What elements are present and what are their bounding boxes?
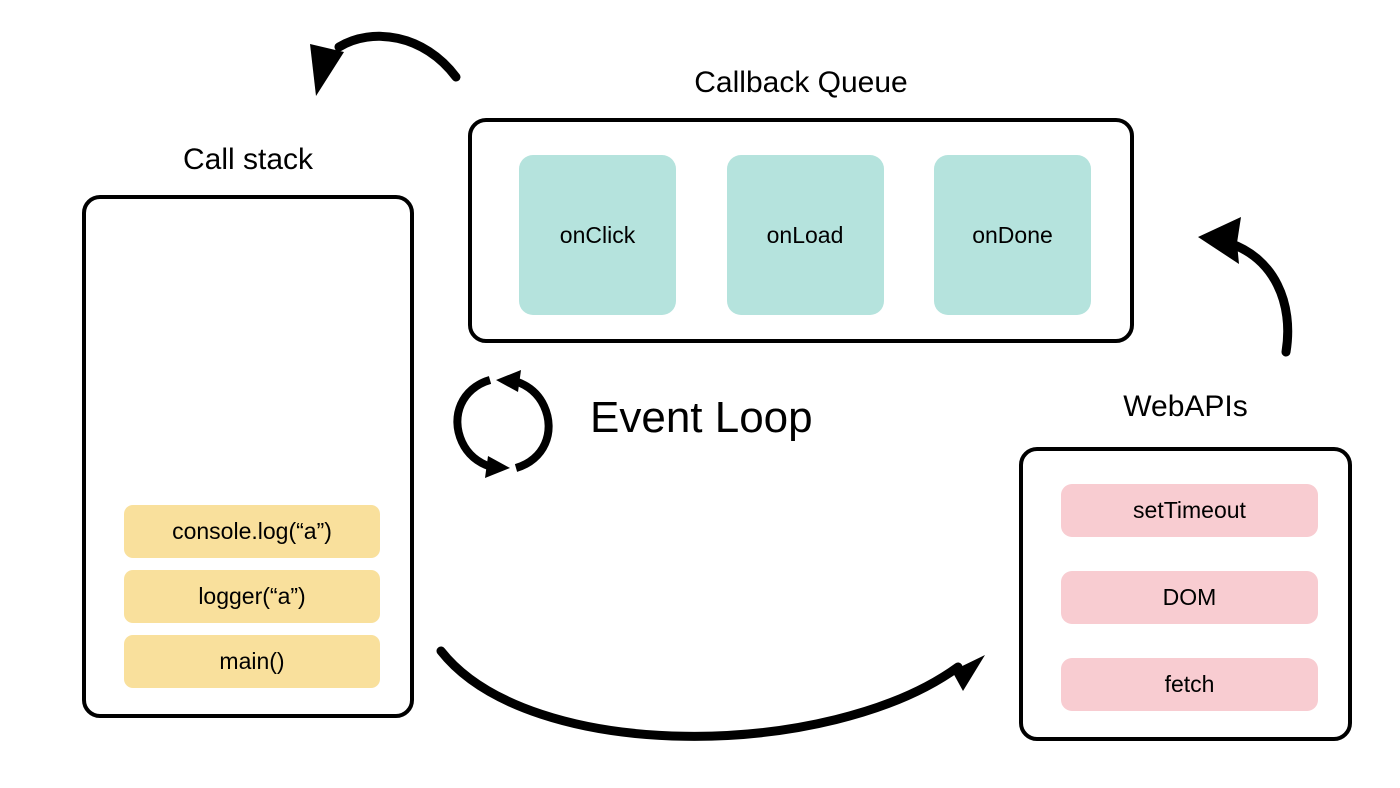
webapis-row[interactable]: fetch — [1061, 658, 1318, 711]
callback-queue-title: Callback Queue — [694, 66, 908, 99]
event-loop-label: Event Loop — [590, 393, 813, 442]
webapis-to-queue-arrow — [1198, 217, 1293, 357]
call-stack-frame[interactable]: console.log(“a”) — [124, 505, 380, 558]
callback-queue-panel: onClick onLoad onDone — [468, 118, 1134, 343]
webapis-row-list: setTimeout DOM fetch — [1061, 484, 1318, 711]
queue-to-call-stack-arrow — [310, 31, 461, 96]
call-stack-frame[interactable]: logger(“a”) — [124, 570, 380, 623]
callback-queue-card[interactable]: onLoad — [726, 155, 884, 315]
circular-refresh-icon — [453, 370, 553, 478]
webapis-panel: setTimeout DOM fetch — [1019, 447, 1352, 741]
callback-queue-card[interactable]: onClick — [519, 155, 676, 315]
callback-queue-card[interactable]: onDone — [934, 155, 1091, 315]
webapis-row[interactable]: setTimeout — [1061, 484, 1318, 537]
callback-queue-card-list: onClick onLoad onDone — [519, 155, 1091, 315]
call-stack-frame-list: console.log(“a”) logger(“a”) main() — [124, 505, 380, 688]
call-stack-panel: console.log(“a”) logger(“a”) main() — [82, 195, 414, 718]
call-stack-to-webapis-arrow — [436, 646, 985, 741]
webapis-title: WebAPIs — [1123, 390, 1248, 423]
webapis-row[interactable]: DOM — [1061, 571, 1318, 624]
call-stack-frame[interactable]: main() — [124, 635, 380, 688]
call-stack-title: Call stack — [182, 143, 314, 176]
